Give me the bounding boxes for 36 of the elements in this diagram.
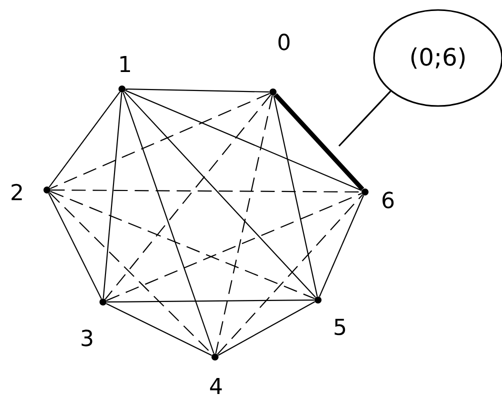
node-label: 5 xyxy=(334,318,346,336)
graph-edge xyxy=(106,299,314,303)
graph-edge xyxy=(273,96,318,296)
graph-vertex: 6 xyxy=(362,188,394,208)
graph-edge xyxy=(50,189,362,193)
graph-edge xyxy=(106,303,212,356)
graph-edge xyxy=(50,92,270,190)
node-label: 6 xyxy=(382,192,394,208)
graph-vertex: 0 xyxy=(270,34,290,96)
node-label: 2 xyxy=(12,184,22,200)
graph-edge xyxy=(102,92,122,298)
graph-vertex: 3 xyxy=(82,298,106,346)
graph-vertex: 2 xyxy=(12,184,50,200)
graph-vertex: 4 xyxy=(210,354,222,394)
graph-edge xyxy=(104,94,272,300)
graph-edge xyxy=(318,195,364,297)
node-label: 0 xyxy=(278,34,290,50)
graph-edge xyxy=(125,90,362,192)
graph-edge xyxy=(126,88,270,92)
graph-edge xyxy=(50,190,315,300)
speech-bubble: (0;6) xyxy=(373,9,502,107)
graph-edge xyxy=(274,93,364,191)
graph-edge xyxy=(48,92,120,188)
graph-edge xyxy=(106,192,362,302)
node-label: 4 xyxy=(210,378,222,394)
graph-edge xyxy=(122,92,214,354)
graph-edge xyxy=(48,193,102,299)
node-label: 3 xyxy=(82,330,92,346)
graph-edge xyxy=(217,194,363,355)
leader-line xyxy=(338,90,392,147)
graph-edge xyxy=(218,301,316,356)
graph-vertex: 5 xyxy=(314,296,346,336)
graph-vertex: 1 xyxy=(118,56,130,92)
graph-edge xyxy=(124,91,316,298)
node-label: 1 xyxy=(120,56,130,72)
graph-edge xyxy=(215,96,273,354)
